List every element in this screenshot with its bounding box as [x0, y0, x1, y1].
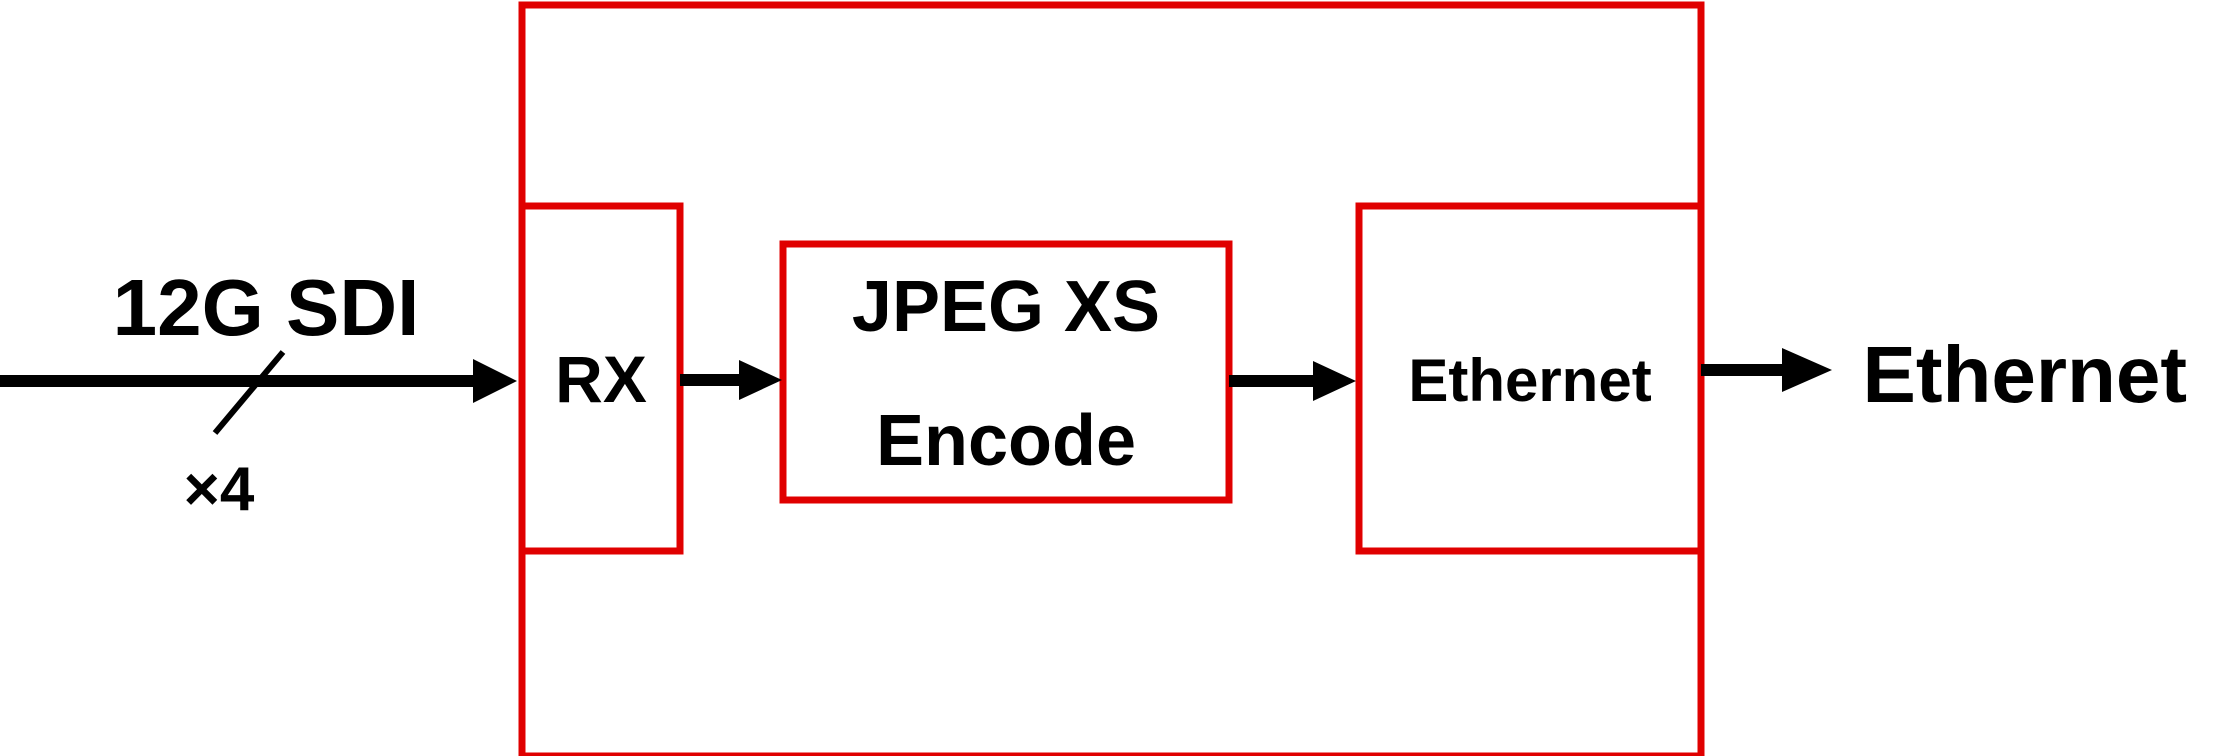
- ethernet-block: [1355, 202, 1705, 555]
- encoder-label-line1: JPEG XS: [852, 267, 1160, 347]
- bus-slash-mark: [212, 350, 286, 435]
- ethernet-block-label: Ethernet: [1408, 347, 1651, 414]
- output-arrowhead: [1782, 348, 1832, 392]
- output-label: Ethernet: [1863, 330, 2188, 419]
- encoder-label-line2: Encode: [876, 401, 1136, 481]
- rx-label: RX: [555, 342, 647, 416]
- encoder-to-ethernet-arrowhead: [1313, 361, 1356, 401]
- rx-to-encoder-arrowhead: [739, 360, 782, 400]
- input-label: 12G SDI: [113, 263, 420, 352]
- jpeg-xs-encode-block: [779, 240, 1233, 504]
- bus-multiplier-label: ×4: [184, 455, 255, 524]
- input-arrowhead: [473, 359, 517, 403]
